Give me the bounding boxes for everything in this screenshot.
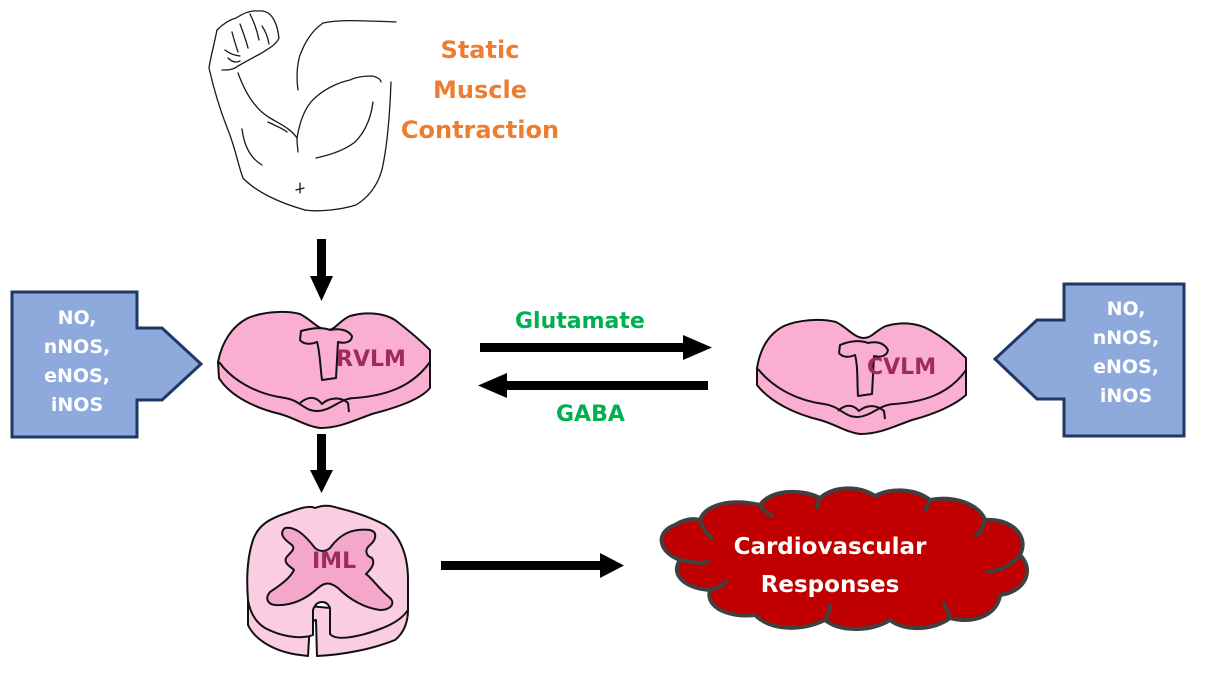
- rvlm-label: RVLM: [336, 347, 406, 372]
- stimulus-line: Static: [440, 36, 520, 64]
- stimulus-line: Contraction: [400, 116, 560, 144]
- nos-line: NO,: [57, 307, 97, 329]
- stimulus-line: Muscle: [433, 76, 527, 104]
- nos-line: nNOS,: [43, 336, 111, 358]
- glutamate-label: Glutamate: [515, 309, 645, 334]
- iml-spinal-cord-section: [246, 504, 409, 657]
- nos-right-block-arrow: [992, 282, 1186, 438]
- nos-line: iNOS: [1099, 385, 1153, 407]
- nos-left-label: NO, nNOS, eNOS, iNOS: [27, 304, 127, 420]
- arrow-iml-to-cardiovascular: [441, 553, 624, 578]
- nos-line: NO,: [1106, 298, 1146, 320]
- arrow-rvlm-to-iml: [310, 434, 333, 493]
- cvlm-label: CVLM: [867, 355, 937, 380]
- iml-label: IML: [312, 549, 357, 574]
- gaba-label: GABA: [556, 402, 625, 427]
- rvlm-medulla-section: [217, 310, 431, 429]
- arrow-muscle-to-rvlm: [310, 239, 333, 301]
- nos-line: eNOS,: [1093, 356, 1159, 378]
- nos-left-block-arrow: [10, 290, 204, 439]
- cardiovascular-cloud: [659, 486, 1030, 631]
- output-line: Cardiovascular: [733, 534, 927, 560]
- glutamate-arrow: [480, 335, 712, 360]
- stimulus-label: Static Muscle Contraction: [390, 30, 570, 150]
- nos-line: iNOS: [50, 394, 104, 416]
- output-line: Responses: [760, 572, 900, 598]
- flexed-arm-icon: [208, 10, 397, 212]
- nos-line: eNOS,: [44, 365, 110, 387]
- nos-right-label: NO, nNOS, eNOS, iNOS: [1076, 295, 1176, 411]
- cvlm-medulla-section: [756, 318, 967, 435]
- gaba-arrow: [478, 373, 708, 398]
- cardiovascular-responses-label: Cardiovascular Responses: [700, 528, 960, 604]
- nos-line: nNOS,: [1092, 327, 1160, 349]
